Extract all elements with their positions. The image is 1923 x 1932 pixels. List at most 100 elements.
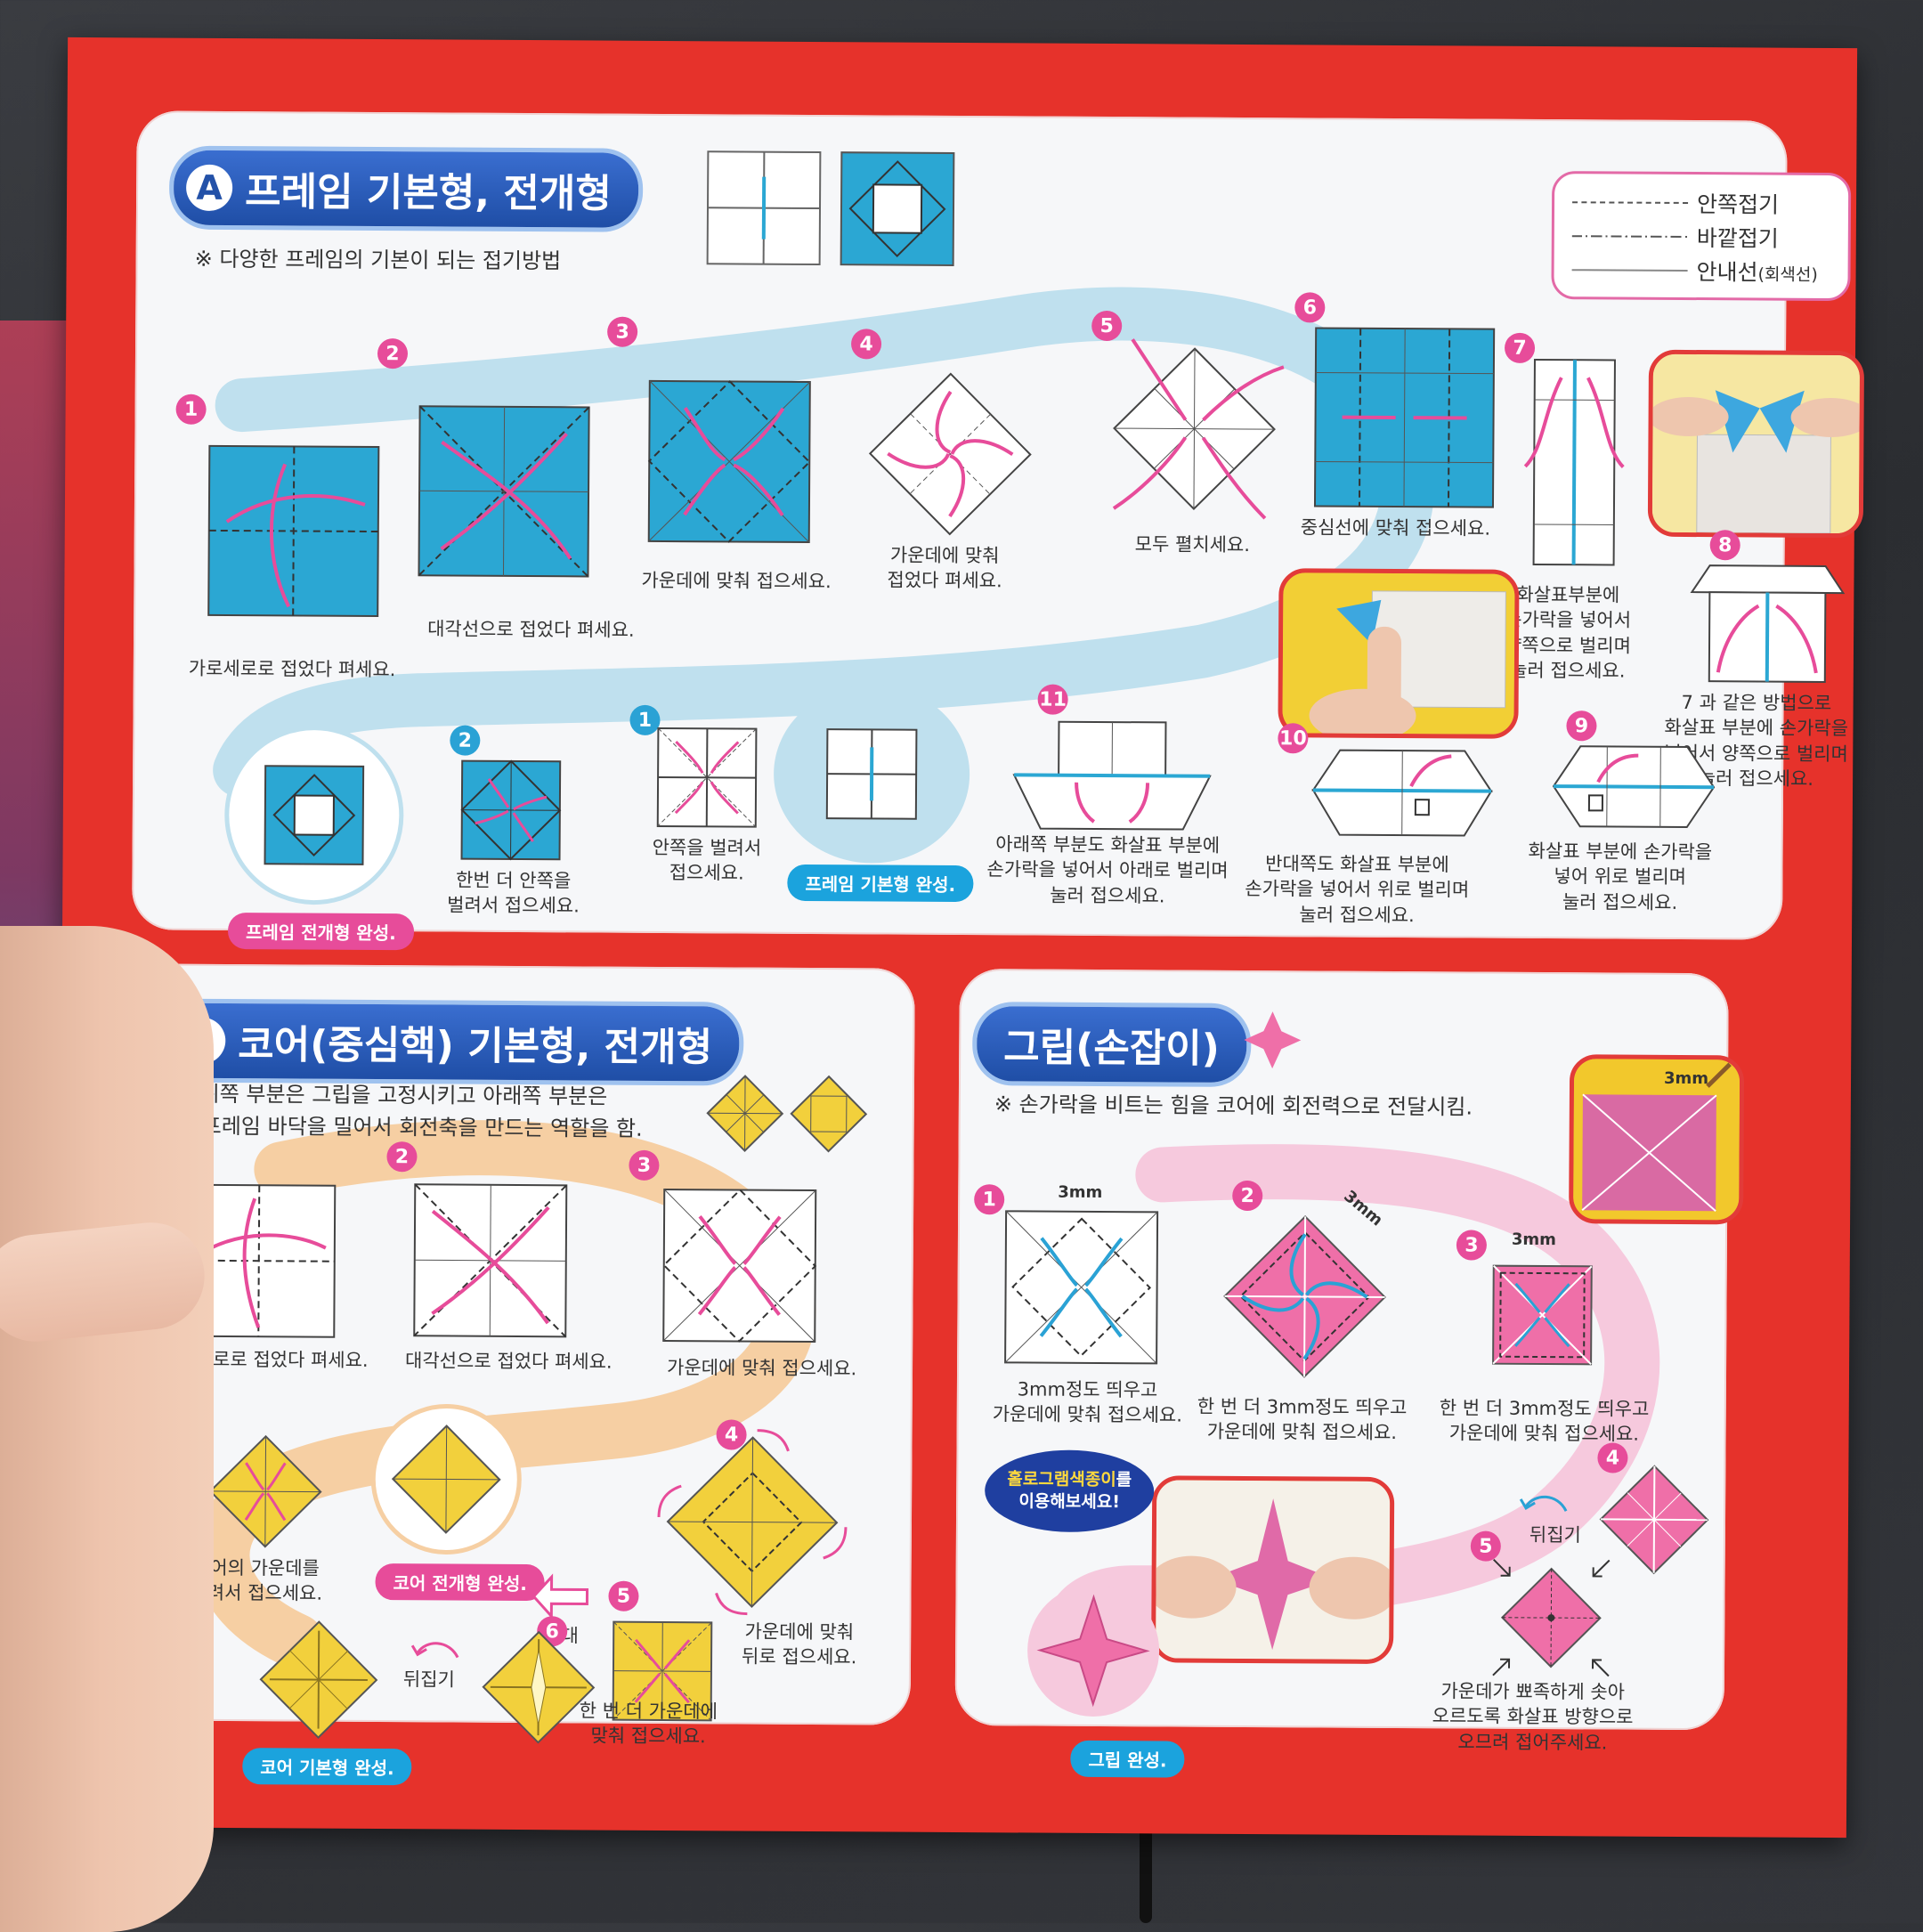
a-step-9-photo-bubble <box>1278 568 1519 739</box>
grip-star-preview <box>1244 1011 1301 1068</box>
b-step-3-number: 3 <box>629 1150 659 1181</box>
guide-line-sample <box>1572 269 1688 272</box>
a-step-2-number: 2 <box>377 338 408 369</box>
core-basic-done-tag: 코어 기본형 완성. <box>242 1748 412 1785</box>
a-expand-step-2-diagram <box>462 761 561 860</box>
outer-fold-line-sample <box>1572 235 1688 238</box>
c-step-3-diagram <box>1493 1266 1592 1365</box>
a-expand-step-1-number: 1 <box>629 705 660 735</box>
a-step-1-number: 1 <box>176 394 207 425</box>
section-a-letter: A <box>186 165 232 211</box>
c-step-2-diagram <box>1224 1216 1385 1377</box>
a-step-3-caption: 가운데에 맞춰 접으세요. <box>641 568 831 595</box>
hands-photo <box>1652 354 1860 533</box>
frame-expand-preview <box>840 150 956 267</box>
c-step-1-mm-label: 3mm <box>1058 1183 1102 1202</box>
b-step-6-diagram <box>483 1632 594 1743</box>
a-step-5-caption: 모두 펼치세요. <box>1135 532 1250 557</box>
a-step-5-diagram <box>1114 348 1275 509</box>
a-step-6-diagram <box>1315 328 1494 507</box>
holding-hand <box>0 926 214 1932</box>
section-a-title-text: 프레임 기본형, 전개형 <box>245 159 612 219</box>
c-step-5-photo-bubble <box>1151 1475 1394 1664</box>
b-step-3-caption: 가운데에 맞춰 접으세요. <box>667 1355 856 1382</box>
inner-fold-line-sample <box>1572 201 1688 204</box>
frame-expand-done-circle <box>224 726 403 905</box>
a-step-1-caption: 가로세로로 접었다 펴세요. <box>189 656 396 683</box>
a-step-6-number: 6 <box>1294 292 1325 322</box>
a-step-3-number: 3 <box>607 317 637 347</box>
hologram-paper-badge: 홀로그램색종이를 이용해보세요! <box>985 1449 1155 1532</box>
a-step-5-number: 5 <box>1091 311 1122 341</box>
b-step-2-number: 2 <box>386 1141 417 1172</box>
a-step-6-caption: 중심선에 맞춰 접으세요. <box>1301 515 1490 541</box>
a-expand-step-1-diagram <box>658 728 757 827</box>
section-c-grip-panel: 그립(손잡이) ※ 손가락을 비트는 힘을 코어에 회전력으로 전달시킴. 3m… <box>955 969 1729 1730</box>
c-step-3-photo-bubble <box>1569 1054 1744 1224</box>
a-step-11-diagram <box>1014 721 1211 838</box>
legend-guide-line-note: (회색선) <box>1758 264 1818 284</box>
a-step-2-caption: 대각선으로 접었다 펴세요. <box>427 616 635 643</box>
legend-inner-fold: 안쪽접기 <box>1697 187 1779 220</box>
legend-guide-line: 안내선 <box>1696 259 1757 285</box>
section-b-title-text: 코어(중심핵) 기본형, 전개형 <box>238 1012 712 1072</box>
a-expand-step-2-number: 2 <box>450 726 480 756</box>
a-step-7-number: 7 <box>1505 333 1535 363</box>
c-step-5-diagram <box>1493 1560 1610 1676</box>
grip-done-star <box>1026 1583 1161 1717</box>
legend-outer-fold: 바깥접기 <box>1697 221 1779 254</box>
a-step-2-diagram <box>418 406 588 576</box>
a-step-9-diagram <box>1554 746 1715 827</box>
frame-basic-done-circle <box>774 685 970 864</box>
c-step-3-number: 3 <box>1456 1230 1487 1260</box>
section-c-title-text: 그립(손잡이) <box>1003 1015 1220 1073</box>
a-step-9-number: 9 <box>1566 710 1596 741</box>
c-photo-mm-label: 3mm <box>1664 1069 1708 1088</box>
core-expand-preview <box>791 1076 867 1152</box>
c-step-1-diagram <box>1005 1211 1157 1363</box>
section-c-title: 그립(손잡이) <box>977 1006 1246 1083</box>
c-step-5-number: 5 <box>1471 1531 1501 1562</box>
section-a-note: ※ 다양한 프레임의 기본이 되는 접기방법 <box>195 241 562 275</box>
zoom-arrow-icon <box>533 1577 596 1621</box>
b-flip-label: 뒤집기 <box>403 1667 455 1693</box>
grip-holo-photo <box>1573 1059 1740 1220</box>
c-step-2-number: 2 <box>1232 1181 1262 1211</box>
fold-line-legend: 안쪽접기 바깥접기 안내선(회색선) <box>1551 171 1851 301</box>
c-step-3-mm-label: 3mm <box>1512 1230 1556 1249</box>
a-step-7-photo-bubble <box>1648 350 1864 538</box>
b-step-4-diagram <box>667 1437 837 1607</box>
b-expand-step-1-diagram <box>210 1436 321 1547</box>
section-c-note: ※ 손가락을 비트는 힘을 코어에 회전력으로 전달시킴. <box>994 1086 1473 1120</box>
a-step-7-diagram <box>1534 360 1615 565</box>
flip-arrow-icon <box>409 1635 462 1661</box>
grip-pinch-photo <box>1156 1480 1390 1660</box>
frame-expand-done-tag: 프레임 전개형 완성. <box>228 913 414 950</box>
section-b-note: ※ 위쪽 부분은 그립을 고정시키고 아래쪽 부분은 프레임 바닥을 밀어서 회… <box>175 1078 643 1145</box>
frame-basic-done-tag: 프레임 기본형 완성. <box>787 865 973 902</box>
finger-photo <box>1282 572 1514 735</box>
core-basic-done-diagram <box>260 1621 377 1738</box>
a-step-8-diagram <box>1692 565 1844 682</box>
a-step-11-number: 11 <box>1038 685 1068 715</box>
frame-basic-preview <box>706 150 823 266</box>
grip-done-tag: 그립 완성. <box>1070 1741 1184 1778</box>
section-a-frame-panel: A 프레임 기본형, 전개형 ※ 다양한 프레임의 기본이 되는 접기방법 안쪽… <box>132 110 1788 939</box>
section-a-title: A 프레임 기본형, 전개형 <box>174 150 638 228</box>
b-step-3-diagram <box>663 1189 815 1342</box>
c-step-1-number: 1 <box>974 1184 1004 1214</box>
section-b-core-panel: B 코어(중심핵) 기본형, 전개형 ※ 위쪽 부분은 그립을 고정시키고 아래… <box>127 963 915 1725</box>
instruction-booklet: A 프레임 기본형, 전개형 ※ 다양한 프레임의 기본이 되는 접기방법 안쪽… <box>57 37 1857 1838</box>
